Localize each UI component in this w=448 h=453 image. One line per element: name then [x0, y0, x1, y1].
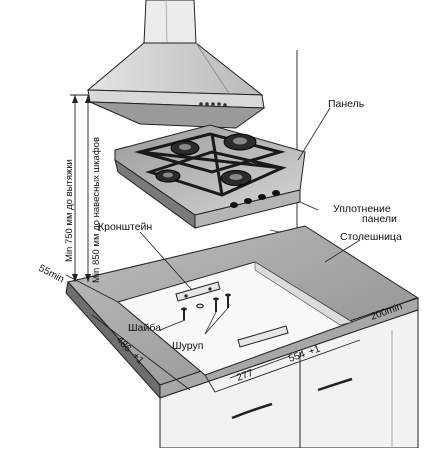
bracket [175, 281, 289, 348]
min-hood-label: Min 750 мм до вытяжки [64, 159, 75, 262]
panel-label: Панель [328, 98, 365, 110]
gas-hob [114, 124, 306, 229]
screw-icons [181, 293, 231, 320]
seal-label-line1: Уплотнение [333, 203, 391, 215]
bracket-label: Кронштейн [98, 221, 152, 233]
cutout-width-tolerance: +1 [307, 343, 322, 357]
control-knobs [230, 190, 280, 208]
screw-label: Шуруп [172, 340, 203, 352]
countertop-label: Столешница [340, 231, 402, 243]
hob-grates [134, 132, 287, 197]
cutout-dimensions [65, 274, 417, 393]
range-hood [86, 0, 266, 129]
countertop [65, 225, 420, 400]
burner-icons [155, 133, 257, 186]
washer-icon [196, 303, 204, 309]
vertical-dimensions [70, 94, 91, 282]
seal-label-line2: панели [362, 213, 397, 225]
hood-control-buttons [199, 102, 227, 107]
leader-lines [139, 107, 361, 335]
washer-label: Шайба [128, 322, 161, 334]
side-clearance-label: 55min [37, 263, 66, 286]
min-cabinets-label: Min 850 мм до навесных шкафов [91, 137, 102, 283]
